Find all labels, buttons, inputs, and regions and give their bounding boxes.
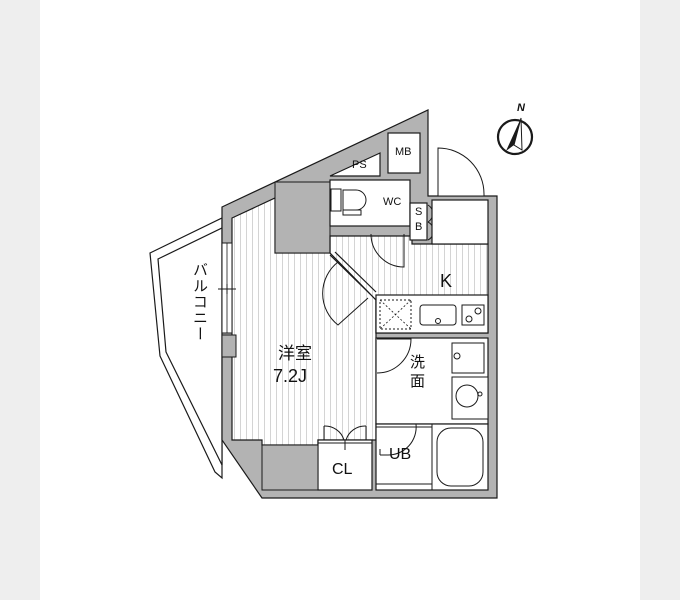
meter-box-label: MB	[395, 146, 412, 158]
washroom	[375, 337, 489, 425]
western-room-name: 洋室	[278, 344, 312, 363]
compass-north-label: N	[517, 102, 525, 114]
washroom-label-2: 面	[410, 373, 426, 390]
balcony-label: バルコニー	[191, 262, 208, 342]
lower-column	[261, 444, 319, 491]
unit-bath-label: UB	[389, 446, 412, 463]
floor-plan-sheet: N MB PS WC S B K 洋室 7.2J 洗 面 UB CL バルコニー	[40, 0, 640, 600]
shoe-box-label-s: S	[415, 206, 423, 218]
closet	[317, 425, 373, 491]
shoe-box-label-b: B	[415, 221, 423, 233]
balcony-window	[218, 242, 237, 358]
unit-bath	[375, 423, 489, 491]
kitchen-label: K	[440, 271, 453, 291]
structural-column	[274, 181, 331, 254]
room-door	[322, 251, 377, 326]
wc-door-swing	[370, 233, 405, 268]
pipe-space-label: PS	[352, 159, 367, 171]
balcony	[149, 217, 223, 480]
western-room-size: 7.2J	[273, 366, 308, 386]
toilet-label: WC	[383, 196, 402, 208]
compass-icon	[496, 117, 534, 156]
entrance-door-swing	[437, 147, 485, 197]
washroom-label-1: 洗	[410, 354, 426, 371]
closet-label: CL	[332, 461, 353, 478]
utility-rooms	[329, 132, 489, 245]
floor-plan-drawing	[149, 109, 534, 499]
toilet-fixture	[330, 188, 367, 216]
kitchen-counter	[375, 294, 489, 334]
